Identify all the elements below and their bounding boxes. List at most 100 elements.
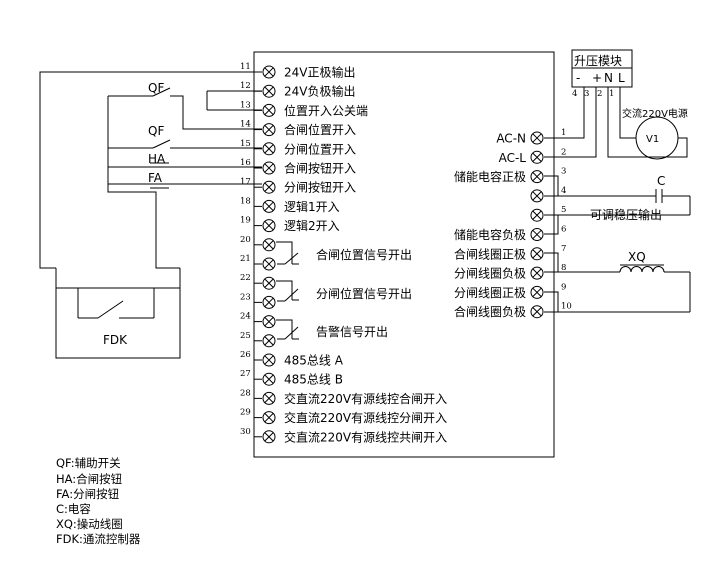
left-terminal-label: 位置开入公关端 [284, 103, 368, 118]
left-terminal-label: 合闸位置开入 [284, 122, 356, 137]
terminal-screw-icon [530, 285, 544, 299]
qf-auxiliary-switch-1 [145, 87, 174, 97]
left-terminal-label: 逻辑2开入 [284, 219, 340, 233]
terminal-screw-icon [530, 305, 544, 319]
left-terminal-label: 485总线 B [284, 373, 343, 387]
legend-item-fdk: FDK:通流控制器 [56, 532, 141, 546]
terminal-screw-icon [262, 430, 276, 444]
booster-pin-2: 2 [597, 89, 602, 99]
terminal-screw-icon [262, 372, 276, 386]
right-terminal-label: 储能电容正极 [454, 169, 526, 184]
fdk-label: FDK [103, 333, 128, 347]
terminal-screw-icon [262, 142, 276, 156]
terminal-screw-icon [262, 276, 276, 290]
terminal-screw-icon [262, 84, 276, 98]
left-terminal-number: 25 [240, 331, 251, 341]
left-terminal-label: 分闸位置开入 [284, 141, 356, 156]
left-terminal-number: 14 [240, 120, 251, 130]
left-terminal-number: 18 [240, 196, 251, 206]
terminal-screw-icon [262, 199, 276, 213]
right-terminal-number: 7 [561, 244, 566, 254]
right-terminal-number: 3 [561, 167, 566, 177]
relay-contact-closing-position [276, 241, 299, 265]
left-terminal-number: 21 [240, 254, 251, 264]
terminal-screw-icon [262, 103, 276, 117]
right-terminal-label: 分闸线圈负极 [454, 267, 526, 281]
controller-panel [253, 51, 555, 458]
ha-closing-button [145, 162, 174, 168]
left-terminal-number: 30 [240, 427, 251, 437]
booster-polarity-n: N [604, 71, 613, 85]
legend-item-fa: FA:分闸按钮 [56, 487, 120, 501]
fa-label: FA [148, 171, 163, 185]
right-terminal-number: 4 [561, 186, 566, 196]
terminal-screw-icon [262, 238, 276, 252]
left-terminal-label: 交直流220V有源线控合闸开入 [284, 391, 447, 406]
left-terminal-number: 13 [240, 100, 251, 110]
left-terminal-number: 24 [240, 312, 251, 322]
right-terminal-number: 2 [561, 147, 566, 157]
right-terminal-number: 6 [561, 225, 566, 235]
right-terminal-number: 5 [561, 205, 566, 215]
left-terminal-number: 27 [240, 369, 251, 379]
ac-supply-symbol: V1 [646, 134, 659, 145]
booster-pin-3: 3 [584, 89, 589, 99]
left-terminal-number: 16 [240, 158, 251, 168]
relay-output-alarm-label: 告警信号开出 [316, 324, 388, 339]
terminal-screw-icon [530, 189, 544, 203]
left-terminal-number: 19 [240, 216, 251, 226]
relay-output-closing-label: 合闸位置信号开出 [316, 247, 412, 262]
terminal-screw-icon [262, 295, 276, 309]
capacitor-label: C [657, 174, 665, 188]
qf-label-2: QF [148, 124, 164, 138]
ac-supply-v1 [635, 116, 679, 160]
ac-supply-label: 交流220V电源 [622, 107, 688, 120]
capacitor-output-label: 可调稳压输出 [590, 207, 662, 222]
operating-coil-xq [619, 264, 665, 273]
terminal-screw-icon [530, 208, 544, 222]
legend-item-xq: XQ:操动线圈 [56, 517, 123, 531]
left-terminal-label: 分闸按钮开入 [284, 180, 356, 195]
left-terminal-number: 23 [240, 292, 251, 302]
external-wiring-left [39, 71, 262, 269]
terminal-screw-icon [530, 247, 544, 261]
booster-pin-1: 1 [609, 89, 614, 99]
terminal-screw-icon [262, 391, 276, 405]
terminal-screw-icon [262, 65, 276, 79]
qf-auxiliary-switch-2 [145, 139, 174, 149]
relay-output-opening-label: 分闸位置信号开出 [316, 286, 412, 301]
left-terminal-label: 逻辑1开入 [284, 200, 340, 214]
fdk-controller [55, 268, 181, 359]
terminal-screw-icon [530, 150, 544, 164]
right-terminal-label: 合闸线圈正极 [454, 246, 526, 261]
left-terminal-number: 12 [240, 81, 251, 91]
legend-item-c: C:电容 [56, 502, 91, 516]
relay-contact-alarm [276, 319, 299, 340]
booster-pin-4: 4 [572, 89, 577, 99]
terminal-screw-icon [262, 315, 276, 329]
right-terminal-number: 1 [561, 128, 566, 138]
terminal-screw-icon [262, 161, 276, 175]
left-terminal-number: 15 [240, 139, 251, 149]
terminal-screw-icon [262, 411, 276, 425]
right-terminal-label: 储能电容负极 [454, 227, 526, 242]
left-terminal-number: 29 [240, 408, 251, 418]
booster-polarity-l: L [618, 71, 625, 85]
relay-contact-opening-position [276, 280, 299, 302]
left-terminal-number: 22 [240, 273, 251, 283]
coil-label: XQ [628, 250, 646, 264]
capacitor-c [655, 189, 676, 203]
qf-label-1: QF [148, 81, 164, 95]
left-terminal-label: 交直流220V有源线控分闸开入 [284, 410, 447, 425]
terminal-screw-icon [262, 219, 276, 233]
legend: QF:辅助开关 HA:合闸按钮 FA:分闸按钮 C:电容 XQ:操动线圈 FDK… [56, 456, 141, 546]
legend-item-qf: QF:辅助开关 [56, 456, 121, 470]
left-terminal-number: 26 [240, 350, 251, 360]
right-terminal-label: 合闸线圈负极 [454, 304, 526, 319]
right-terminal-block: 1AC-N2AC-L3储能电容正极456储能电容负极7合闸线圈正极8分闸线圈负极… [454, 128, 572, 319]
right-terminal-label: 分闸线圈正极 [454, 286, 526, 300]
left-terminal-label: 485总线 A [284, 354, 344, 368]
left-terminal-label: 24V负极输出 [284, 84, 355, 99]
